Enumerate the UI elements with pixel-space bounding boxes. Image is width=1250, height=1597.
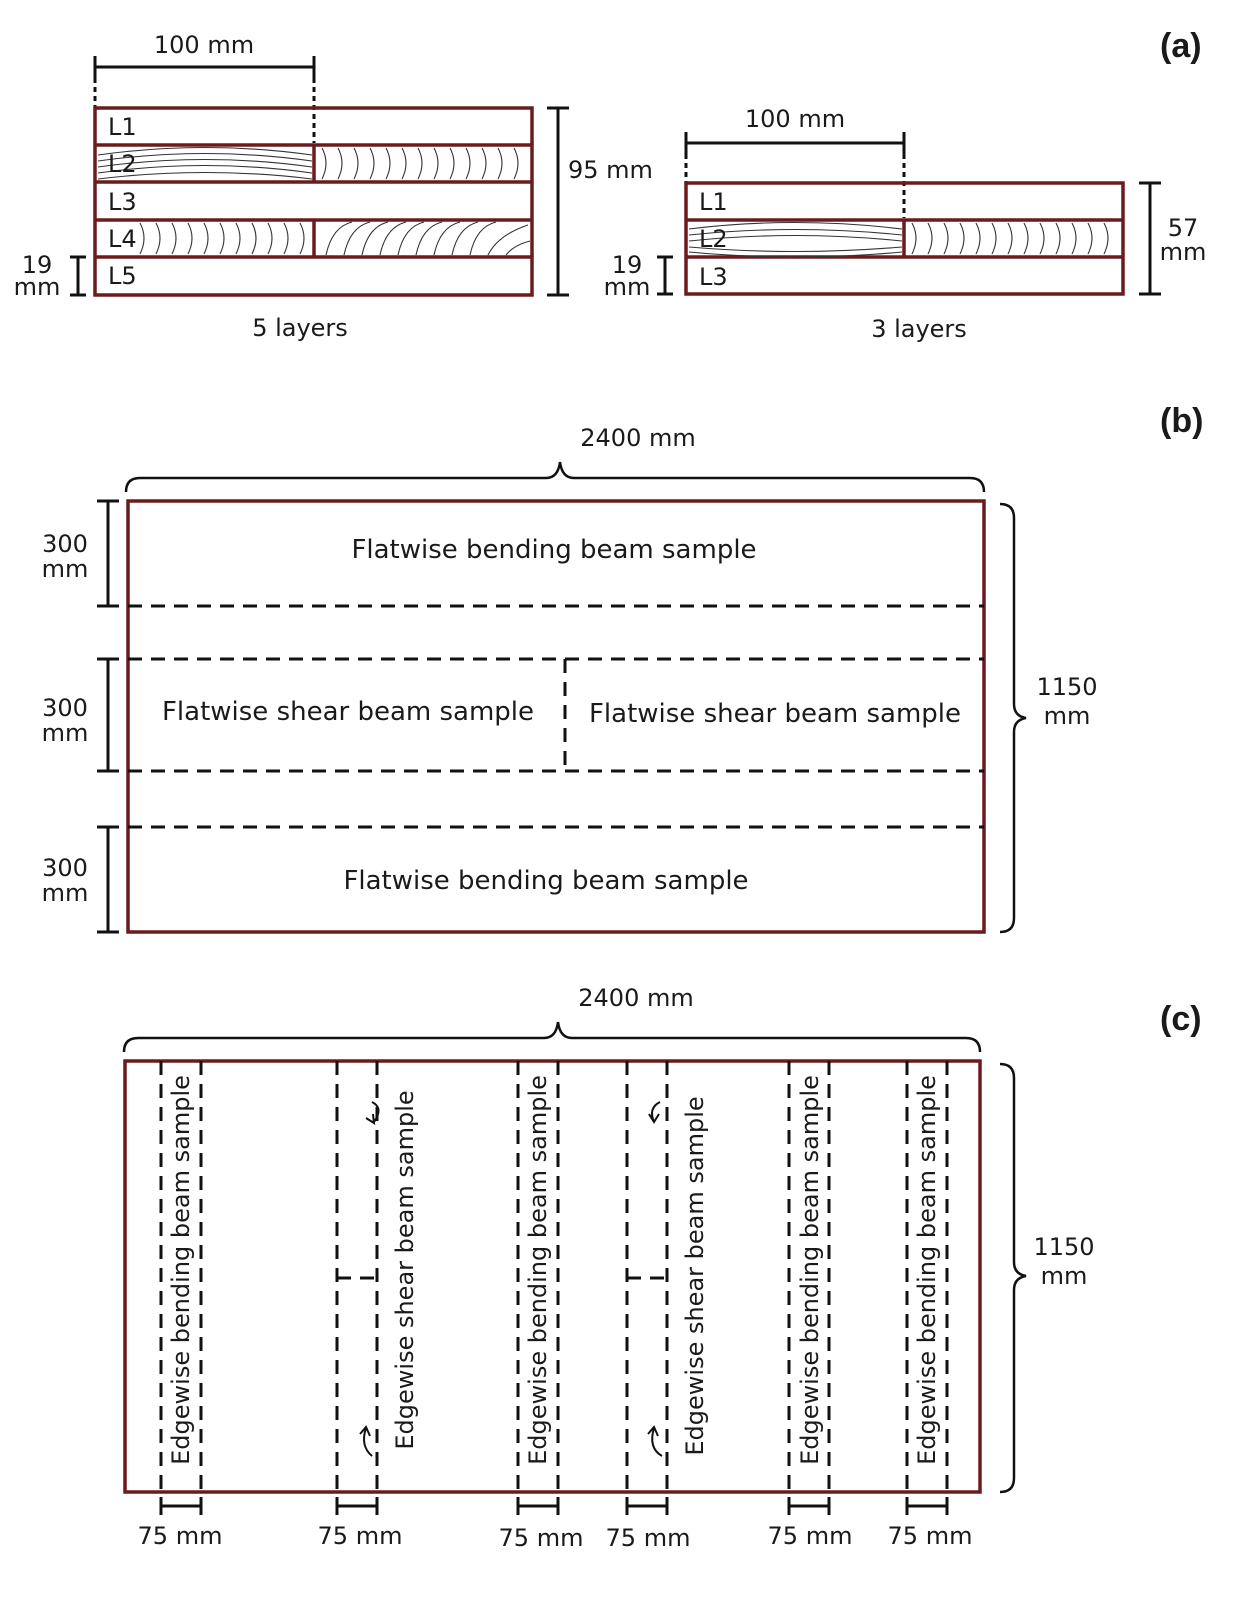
three-layer-label-l3: L3 (699, 263, 728, 291)
three-thickness-label-1: 19 (612, 251, 643, 279)
panel-b-label: (b) (1160, 402, 1203, 440)
b-strip-dimension-1 (97, 499, 119, 608)
five-height-label: 95 mm (568, 156, 653, 184)
c-strip-text-1: Edgewise bending beam sample (167, 1075, 195, 1465)
c-height-label-2: mm (1041, 1262, 1088, 1290)
b-shear-left: Flatwise shear beam sample (162, 697, 534, 727)
c-width-brace (122, 1021, 982, 1053)
panel-c-label: (c) (1160, 1000, 1202, 1038)
l2-grain-left (97, 146, 313, 180)
three-l2-grain-left (688, 221, 903, 258)
layer-label-l4: L4 (108, 225, 137, 253)
panel-b: (b) 2400 mm Flatwise bending beam sample… (42, 402, 1203, 934)
b-strip-label-2b: mm (42, 719, 89, 747)
three-layer-section: 100 mm (604, 105, 1207, 343)
c-height-label-1: 1150 (1033, 1233, 1094, 1261)
b-height-brace (999, 502, 1027, 934)
c-strip-text-2: Edgewise shear beam sample (391, 1090, 419, 1449)
panel-a: (a) 100 mm (14, 27, 1207, 343)
five-thickness-label-2: mm (14, 273, 61, 301)
c-rotate-arrow-1 (365, 1101, 380, 1125)
c-rotate-arrow-2 (359, 1425, 373, 1457)
b-top-sample: Flatwise bending beam sample (351, 535, 756, 565)
layer-label-l5: L5 (108, 262, 137, 290)
five-layer-caption: 5 layers (252, 314, 348, 342)
b-strip-label-2a: 300 (42, 694, 88, 722)
layer-label-l2: L2 (108, 150, 137, 178)
three-layer-outline (684, 181, 1125, 296)
b-strip-label-1b: mm (42, 555, 89, 583)
c-strip-width-dim-3 (516, 1497, 560, 1515)
c-rotate-arrow-4 (647, 1425, 663, 1457)
panel-a-label: (a) (1160, 27, 1202, 65)
b-width-label: 2400 mm (580, 424, 695, 452)
b-strip-dimension-3 (97, 825, 119, 934)
c-strip-width-label-6: 75 mm (888, 1522, 973, 1550)
layer-label-l1: L1 (108, 113, 137, 141)
c-strip-text-6: Edgewise bending beam sample (913, 1075, 941, 1465)
l4-grain-left (139, 222, 305, 255)
b-width-brace (124, 461, 986, 493)
c-width-label: 2400 mm (578, 984, 693, 1012)
b-strip-label-3b: mm (42, 879, 89, 907)
c-strip-width-label-2: 75 mm (318, 1522, 403, 1550)
three-layer-label-l2: L2 (699, 225, 728, 253)
c-strip-width-label-1: 75 mm (138, 1522, 223, 1550)
c-strip-width-label-3: 75 mm (499, 1524, 584, 1552)
c-strip-width-dim-1 (159, 1497, 203, 1515)
three-layer-label-l1: L1 (699, 188, 728, 216)
l4-grain-right (325, 221, 531, 256)
three-l2-grain-right (911, 222, 1109, 255)
c-strip-width-dim-5 (787, 1497, 831, 1515)
b-strip-label-1a: 300 (42, 530, 88, 558)
c-panel-outline (123, 1059, 982, 1494)
c-strip-width-label-4: 75 mm (606, 1524, 691, 1552)
b-shear-right: Flatwise shear beam sample (589, 699, 961, 729)
b-strip-label-3a: 300 (42, 854, 88, 882)
five-layer-outline (93, 106, 534, 297)
b-panel-outline (126, 499, 986, 934)
c-strip-width-dim-2 (335, 1497, 379, 1515)
c-strip-text-3: Edgewise bending beam sample (524, 1075, 552, 1465)
five-thickness-label-1: 19 (22, 251, 53, 279)
c-strip-width-label-5: 75 mm (768, 1522, 853, 1550)
three-width-label: 100 mm (745, 105, 845, 133)
b-height-label-2: mm (1044, 702, 1091, 730)
three-height-label-2: mm (1160, 238, 1207, 266)
l2-grain-right (321, 147, 519, 180)
five-layer-section: 100 mm (14, 31, 653, 342)
b-height-label-1: 1150 (1036, 673, 1097, 701)
c-height-brace (999, 1062, 1027, 1494)
panel-c: (c) 2400 mm (122, 984, 1202, 1552)
b-bottom-sample: Flatwise bending beam sample (343, 866, 748, 896)
c-rotate-arrow-3 (648, 1101, 661, 1124)
three-layer-caption: 3 layers (871, 315, 967, 343)
three-height-label-1: 57 (1168, 214, 1199, 242)
c-strip-width-dim-6 (905, 1497, 949, 1515)
b-strip-dimension-2 (97, 657, 119, 773)
three-thickness-label-2: mm (604, 273, 651, 301)
layer-label-l3: L3 (108, 188, 137, 216)
five-width-label: 100 mm (154, 31, 254, 59)
c-strip-text-4: Edgewise shear beam sample (681, 1096, 709, 1455)
c-strip-width-dim-4 (625, 1497, 669, 1515)
c-strip-text-5: Edgewise bending beam sample (796, 1075, 824, 1465)
